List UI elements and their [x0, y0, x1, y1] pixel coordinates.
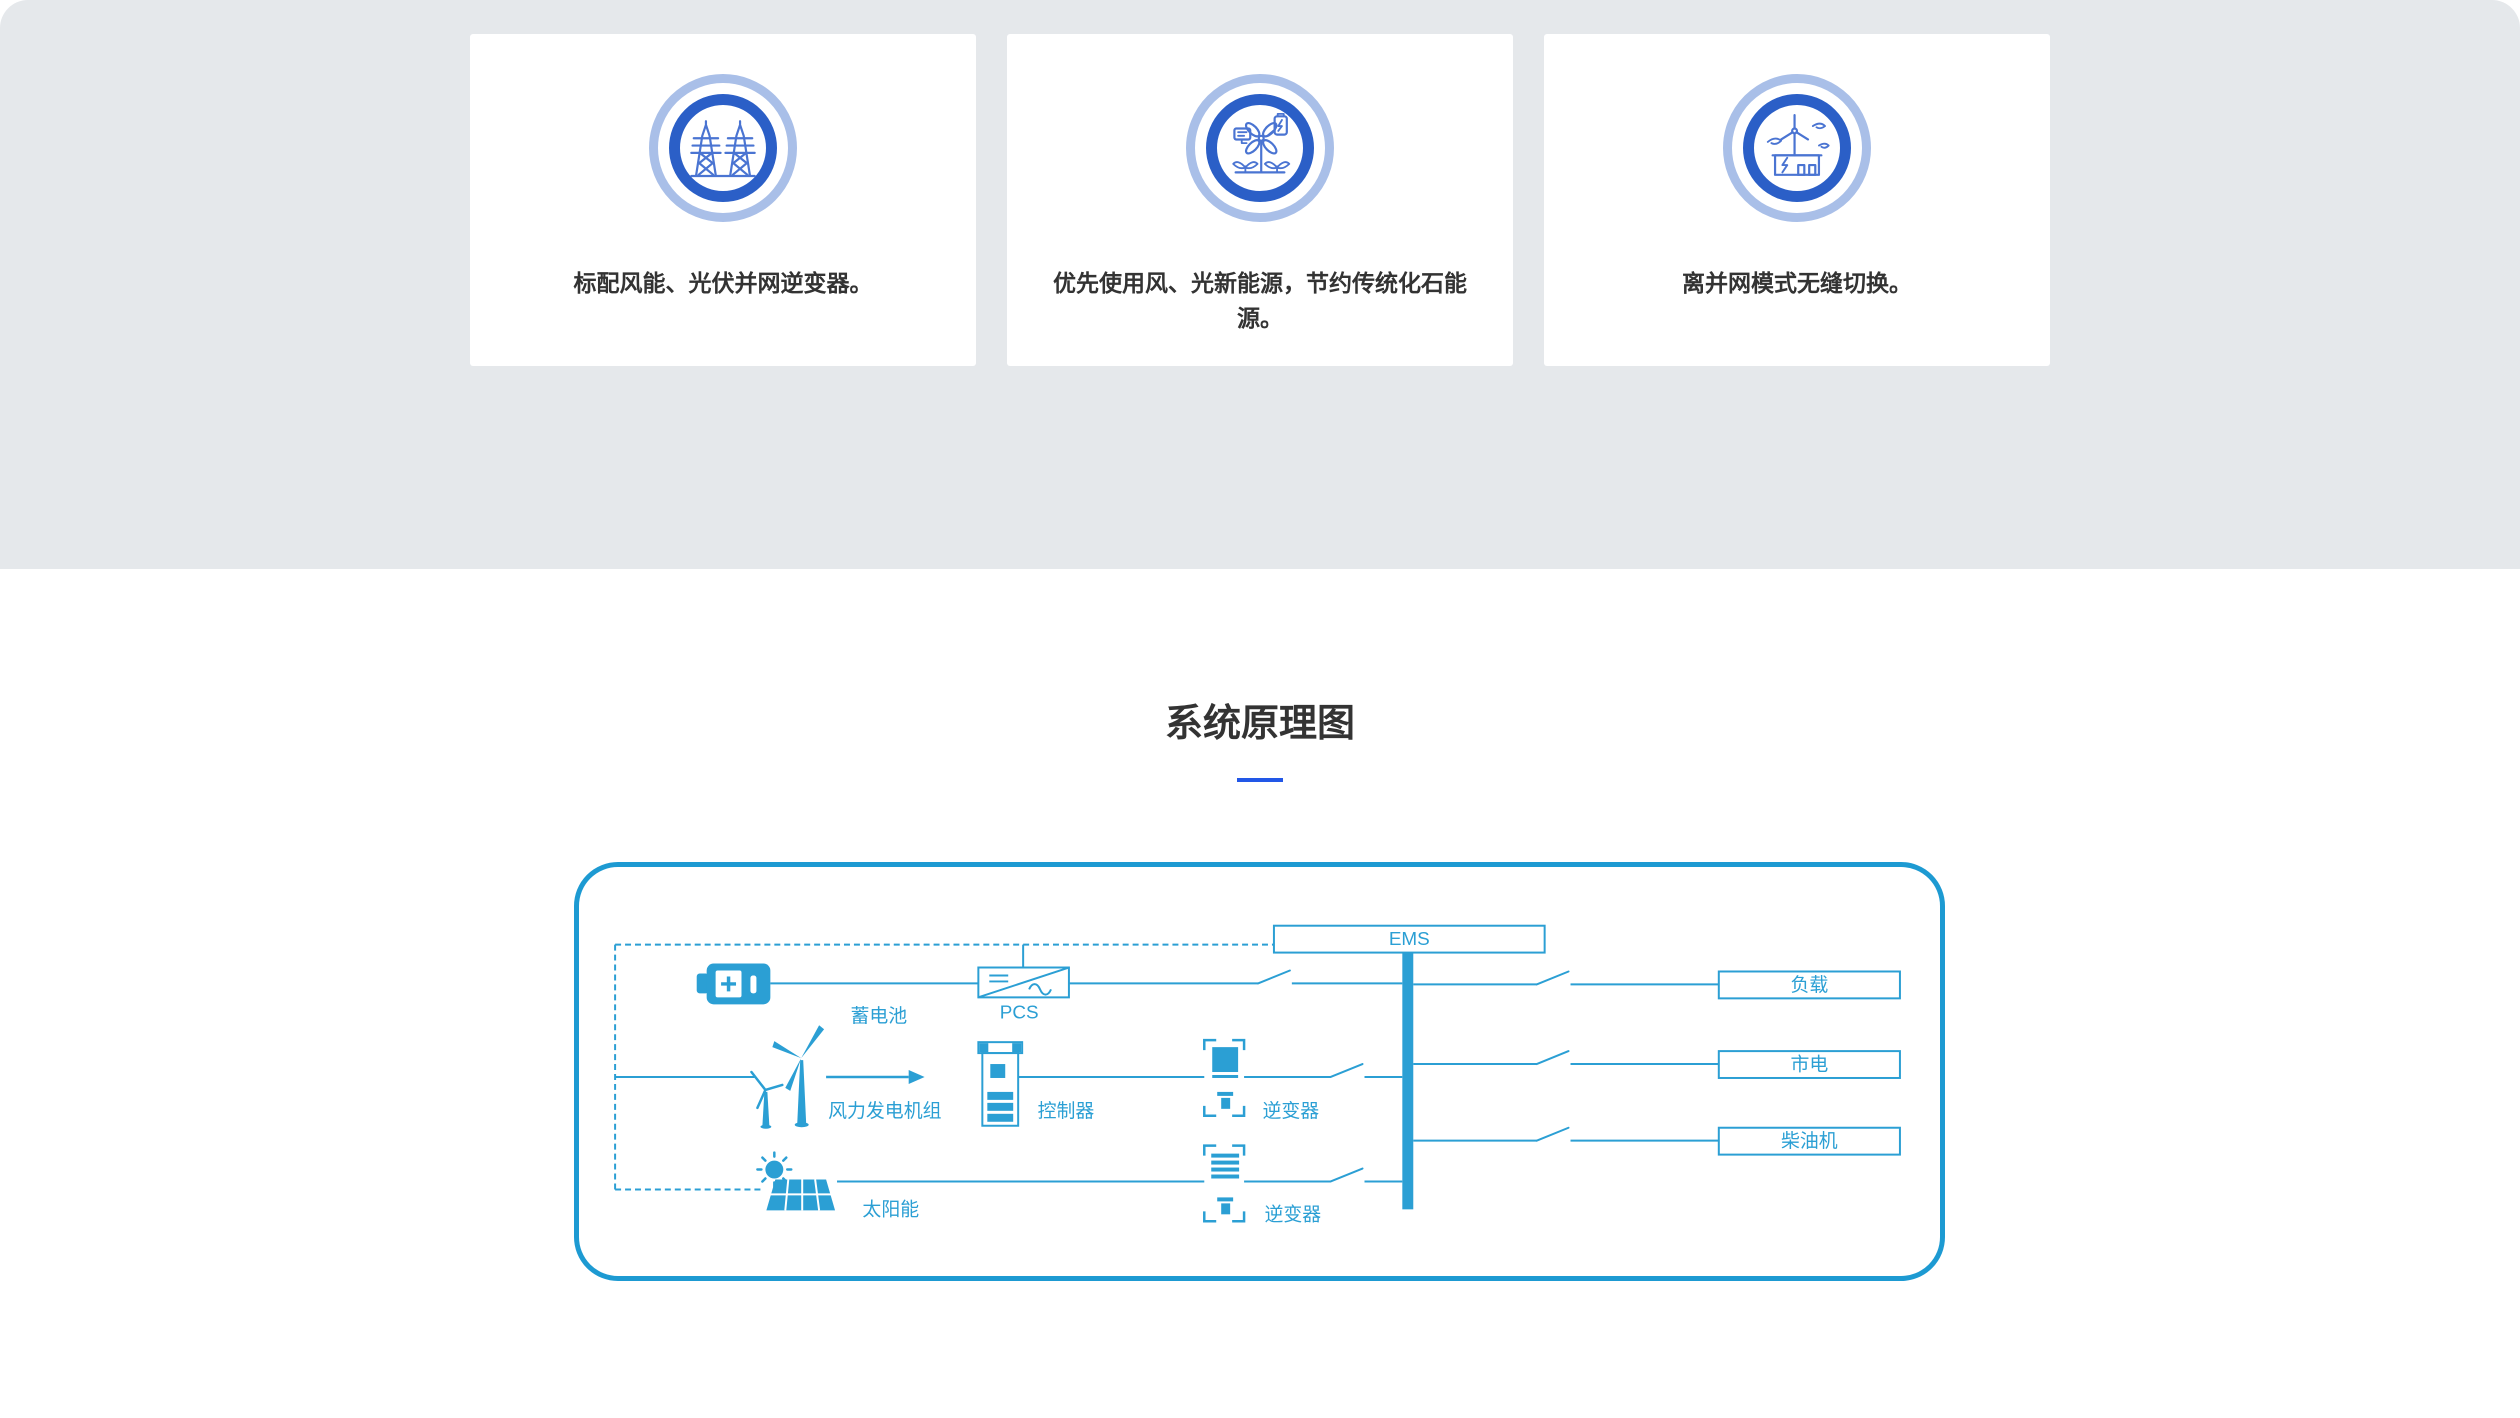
battery-icon — [696, 963, 771, 1005]
solar-inverter-label: 逆变器 — [1265, 1203, 1322, 1225]
power-towers-icon — [690, 120, 756, 178]
feature-card-renewable-priority: 优先使用风、光新能源，节约传统化石能源。 — [1007, 34, 1513, 366]
flow-arrow — [826, 1070, 925, 1084]
feature-icon-ring — [1186, 74, 1334, 222]
solar-label: 太阳能 — [862, 1198, 919, 1220]
switch-symbol — [1329, 1167, 1364, 1183]
feature-card-text: 优先使用风、光新能源，节约传统化石能源。 — [1053, 270, 1467, 331]
diesel-box — [1717, 1126, 1901, 1156]
dashed-border — [614, 943, 1274, 1191]
feature-card-text: 标配风能、光伏并网逆变器。 — [573, 270, 873, 296]
mains-label: 市电 — [1790, 1054, 1828, 1076]
feature-card-text: 离并网模式无缝切换。 — [1682, 270, 1912, 296]
load-label: 负载 — [1790, 974, 1828, 996]
load-box — [1717, 970, 1901, 1000]
switch-symbol — [1535, 1126, 1570, 1142]
battery-label: 蓄电池 — [850, 1005, 907, 1027]
mains-box — [1717, 1050, 1901, 1079]
feature-card-grid-inverter: 标配风能、光伏并网逆变器。 — [470, 34, 976, 366]
wind-group-label: 风力发电机组 — [828, 1100, 941, 1122]
switch-symbol — [1535, 970, 1570, 986]
schematic-svg: 蓄电池 PCS EMS — [614, 924, 1901, 1225]
switch-symbol — [1257, 969, 1291, 985]
principle-section: 系统原理图 — [0, 569, 2520, 1281]
inverter-icon — [1203, 1038, 1246, 1118]
solar-panel-icon — [756, 1151, 836, 1211]
controller-label: 控制器 — [1038, 1100, 1095, 1122]
pcs-box — [977, 966, 1070, 999]
features-section: 标配风能、光伏并网逆变器。 — [0, 0, 2520, 569]
wind-turbine-icon — [750, 1025, 825, 1129]
section-title: 系统原理图 — [1164, 703, 1355, 745]
controller-icon — [977, 1041, 1024, 1127]
connection-lines — [615, 944, 1719, 1183]
switch-symbols — [1257, 969, 1570, 1183]
bus-bar — [1402, 952, 1414, 1210]
switch-symbol — [1535, 1050, 1570, 1066]
wind-energy-icon — [1232, 112, 1291, 174]
offgrid-switch-icon — [1766, 113, 1830, 176]
diesel-label: 柴油机 — [1781, 1130, 1838, 1152]
pcs-label: PCS — [1000, 1002, 1039, 1023]
ems-label: EMS — [1389, 929, 1430, 950]
switch-symbol — [1329, 1063, 1364, 1078]
system-schematic-diagram: 蓄电池 PCS EMS — [574, 862, 1945, 1281]
feature-icon-ring — [649, 74, 797, 222]
inverter-icon — [1203, 1144, 1246, 1223]
title-underline — [1237, 778, 1283, 782]
wind-inverter-label: 逆变器 — [1263, 1100, 1320, 1122]
feature-card-seamless-switch: 离并网模式无缝切换。 — [1544, 34, 2050, 366]
feature-icon-ring — [1723, 74, 1871, 222]
